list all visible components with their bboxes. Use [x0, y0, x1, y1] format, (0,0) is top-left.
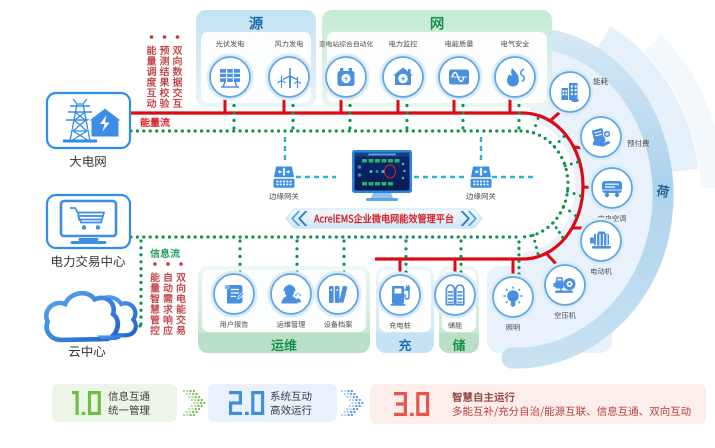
- svg-text:能耗: 能耗: [593, 76, 608, 86]
- svg-text:预付费: 预付费: [627, 138, 650, 148]
